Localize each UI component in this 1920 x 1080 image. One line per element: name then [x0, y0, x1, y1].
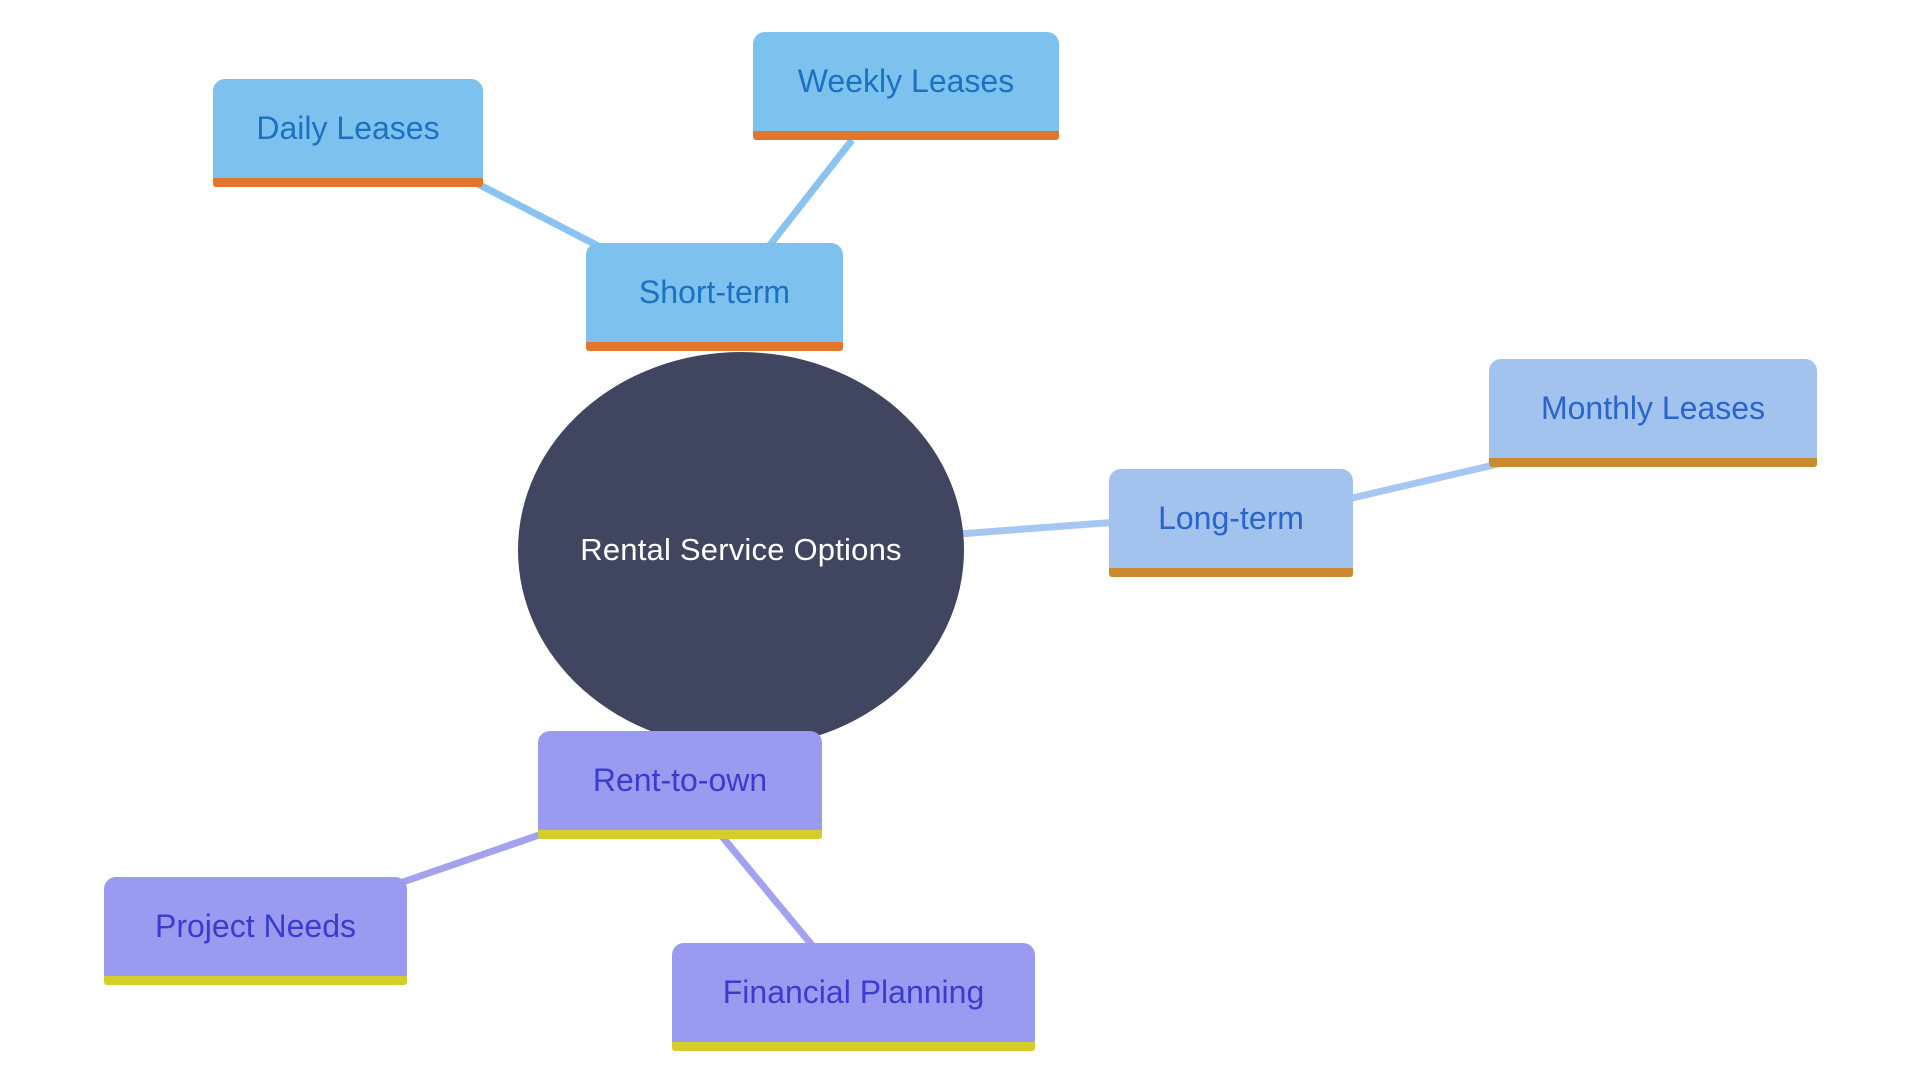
connector-rent-to-own-to-project: [398, 829, 547, 887]
node-short-term: Short-term: [586, 243, 843, 351]
connector-center-to-long-term: [944, 518, 1119, 539]
node-monthly-leases-label: Monthly Leases: [1540, 390, 1766, 426]
node-daily-leases-label: Daily Leases: [256, 110, 440, 146]
node-weekly-leases-label: Weekly Leases: [797, 63, 1015, 99]
connector-long-term-to-monthly: [1347, 460, 1499, 503]
node-rent-to-own-label: Rent-to-own: [592, 762, 768, 798]
node-rent-to-own: Rent-to-own: [538, 731, 822, 839]
node-project-needs: Project Needs: [104, 877, 407, 985]
connector-rent-to-own-to-financial: [717, 831, 819, 953]
node-financial-planning: Financial Planning: [672, 943, 1035, 1051]
connector-weekly-to-short-term: [763, 137, 855, 253]
center-node-label: Rental Service Options: [580, 532, 902, 567]
connector-daily-to-short-term: [474, 179, 608, 254]
node-financial-planning-label: Financial Planning: [722, 974, 985, 1010]
node-short-term-label: Short-term: [638, 274, 791, 310]
node-monthly-leases: Monthly Leases: [1489, 359, 1817, 467]
node-weekly-leases: Weekly Leases: [753, 32, 1059, 140]
center-node: Rental Service Options: [518, 352, 964, 748]
node-project-needs-label: Project Needs: [155, 908, 356, 944]
node-long-term: Long-term: [1109, 469, 1353, 577]
node-long-term-label: Long-term: [1158, 500, 1304, 536]
node-daily-leases: Daily Leases: [213, 79, 483, 187]
